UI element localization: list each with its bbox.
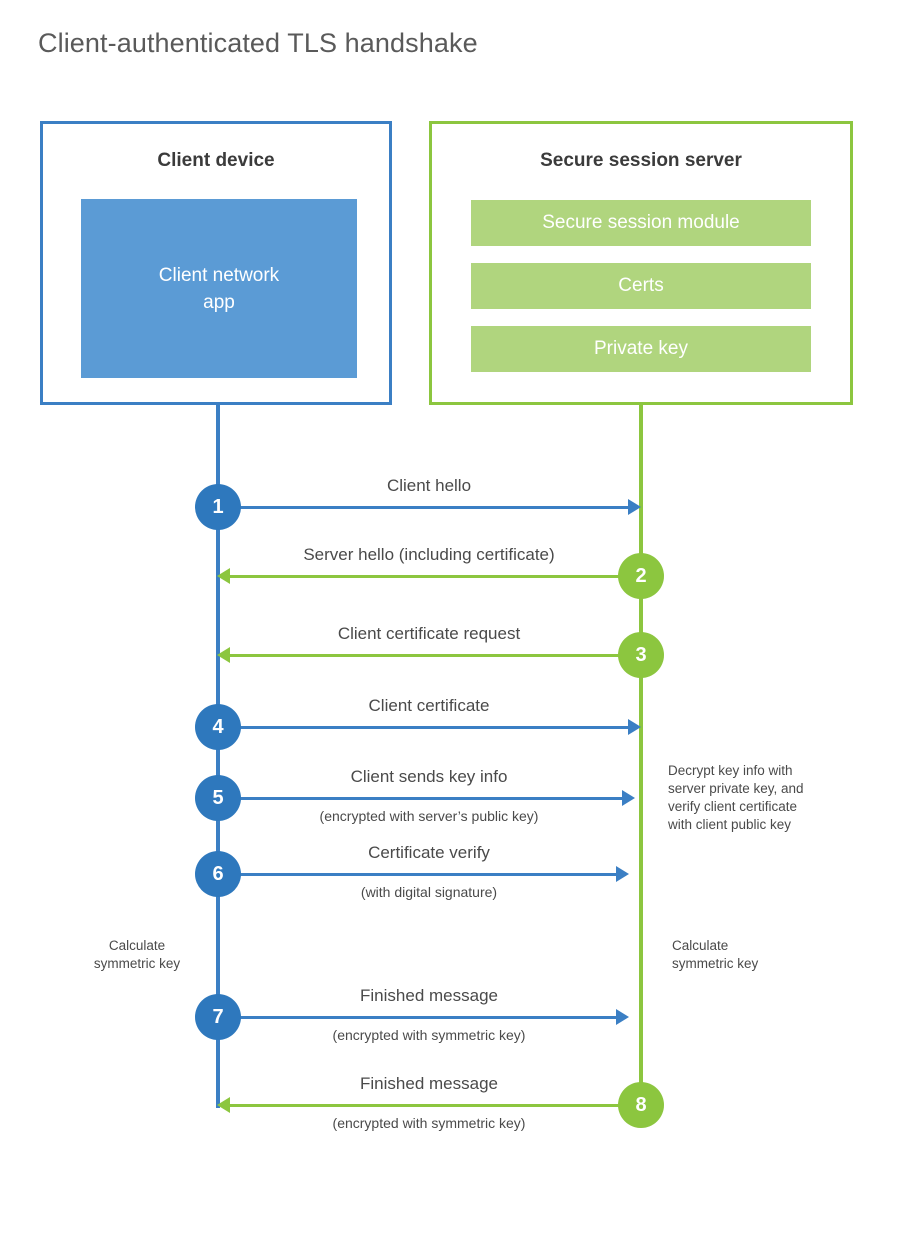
message-arrow-shaft-8 [230,1104,642,1107]
message-arrowhead-5 [622,790,635,806]
client-device-box: Client device Client network app [40,121,392,405]
client-lifeline [216,405,220,1108]
note-server-decrypt: Decrypt key info with server private key… [668,763,804,832]
message-arrowhead-1 [628,499,641,515]
message-arrow-shaft-6 [218,873,626,876]
message-label-4: Client certificate [368,696,490,715]
message-label-1: Client hello [386,476,472,495]
step-circle-2[interactable]: 2 [618,553,664,599]
secure-session-server-box: Secure session server Secure session mod… [429,121,853,405]
message-sublabel-5: (encrypted with server’s public key) [319,808,539,824]
step-circle-8[interactable]: 8 [618,1082,664,1128]
message-arrowhead-6 [616,866,629,882]
message-arrow-shaft-1 [218,506,638,509]
message-label-2: Server hello (including certificate) [303,545,555,564]
message-label-7: Finished message [360,986,498,1005]
note-client-calculate-symmetric-key: Calculate symmetric key [93,938,181,971]
message-arrow-shaft-3 [230,654,642,657]
message-arrowhead-2 [217,568,230,584]
note-server-calculate-symmetric-key: Calculate symmetric key [672,938,759,971]
page-title: Client-authenticated TLS handshake [38,28,478,58]
message-sublabel-8: (encrypted with symmetric key) [332,1115,526,1131]
step-circle-1[interactable]: 1 [195,484,241,530]
message-arrowhead-4 [628,719,641,735]
step-circle-7[interactable]: 7 [195,994,241,1040]
message-label-8: Finished message [360,1074,498,1093]
message-label-3: Client certificate request [337,624,521,643]
message-sublabel-6: (with digital signature) [360,884,498,900]
message-label-5: Client sends key info [350,767,508,786]
message-label-6: Certificate verify [368,843,490,862]
client-network-app-block: Client network app [81,199,357,378]
message-arrow-shaft-4 [218,726,638,729]
client-device-title: Client device [157,150,275,171]
server-lifeline [639,405,643,1105]
message-arrowhead-3 [217,647,230,663]
message-sublabel-7: (encrypted with symmetric key) [332,1027,526,1043]
step-circle-6[interactable]: 6 [195,851,241,897]
step-circle-5[interactable]: 5 [195,775,241,821]
server-module-certs: Certs [471,263,811,309]
message-arrowhead-7 [616,1009,629,1025]
step-circle-3[interactable]: 3 [618,632,664,678]
step-circle-4[interactable]: 4 [195,704,241,750]
message-arrowhead-8 [217,1097,230,1113]
message-arrow-shaft-2 [230,575,642,578]
message-arrow-shaft-5 [218,797,632,800]
secure-session-server-title: Secure session server [540,150,742,171]
server-module-secure-session-module: Secure session module [471,200,811,246]
message-arrow-shaft-7 [218,1016,626,1019]
server-module-private-key: Private key [471,326,811,372]
